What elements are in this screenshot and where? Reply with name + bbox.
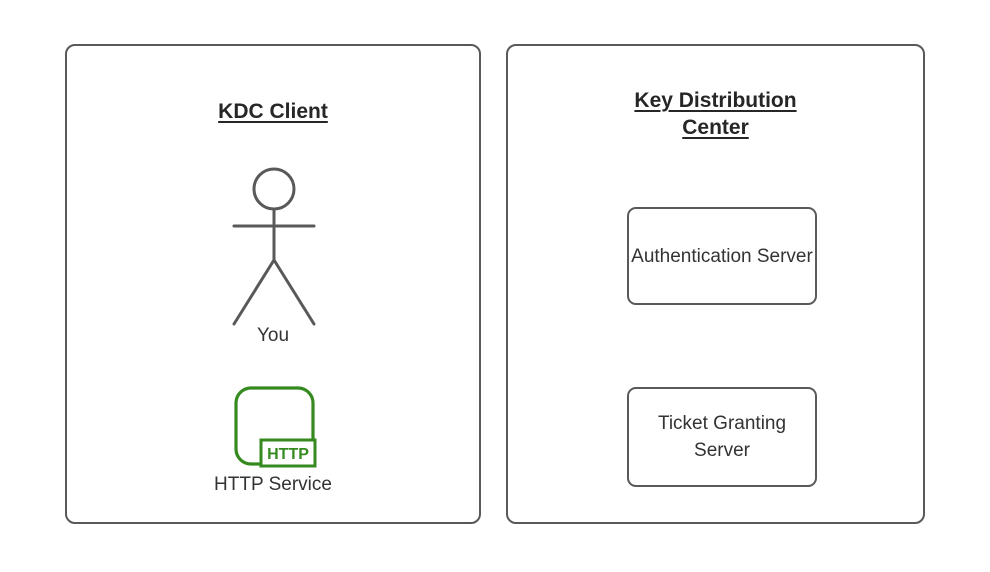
http-icon-label: HTTP [267,446,309,463]
kdc-client-title: KDC Client [218,100,328,123]
ticket-granting-server-label: Ticket Granting Server [657,413,787,461]
http-service-icon: HTTP [234,386,317,468]
actor-label: You [256,325,290,346]
http-icon-badge [259,438,317,468]
key-distribution-center-panel: Key Distribution Center Authentication S… [506,44,925,524]
person-right-leg [272,258,316,326]
kdc-client-panel: KDC Client You HTTP HTTP Service [65,44,481,524]
ticket-granting-server-node: Ticket Granting Server [627,387,817,487]
person-left-leg [232,258,276,326]
http-service-label: HTTP Service [214,474,332,495]
person-icon [232,167,316,326]
authentication-server-node: Authentication Server [627,207,817,305]
person-head [252,167,296,211]
authentication-server-label: Authentication Server [631,245,813,267]
key-distribution-center-title: Key Distribution Center [634,89,797,139]
